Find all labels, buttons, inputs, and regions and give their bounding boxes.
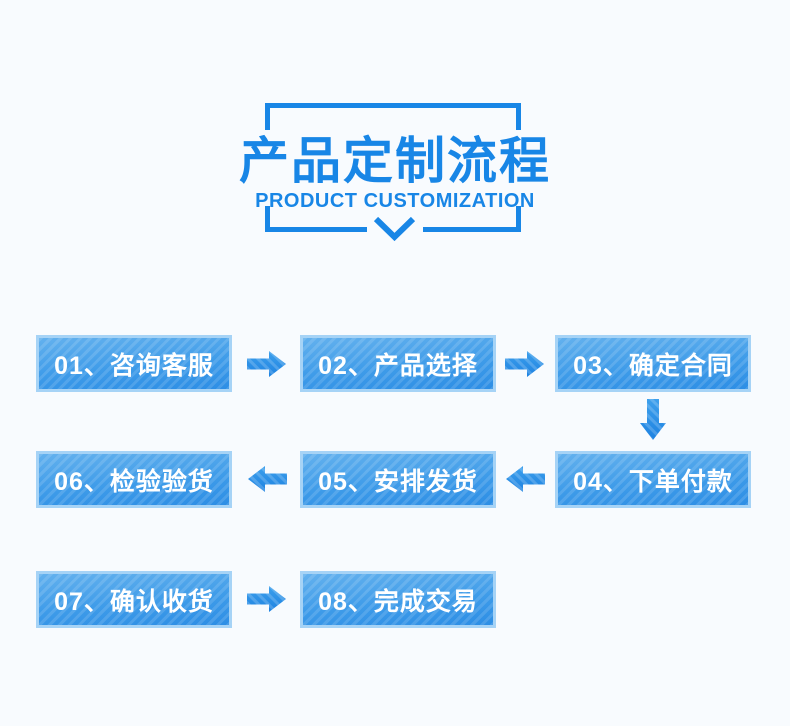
- page-title: 产品定制流程: [239, 133, 551, 189]
- arrow-right-icon: [247, 586, 286, 612]
- step-box-06-inspect: 06、检验验货: [36, 451, 232, 508]
- chevron-down-icon: [373, 216, 416, 242]
- step-box-08-complete: 08、完成交易: [300, 571, 496, 628]
- step-box-07-receive: 07、确认收货: [36, 571, 232, 628]
- title-frame-decoration: [265, 103, 521, 242]
- arrow-left-icon: [506, 466, 545, 492]
- step-box-02-select: 02、产品选择: [300, 335, 496, 392]
- arrow-down-icon: [640, 399, 666, 440]
- step-box-03-contract: 03、确定合同: [555, 335, 751, 392]
- step-box-01-consult: 01、咨询客服: [36, 335, 232, 392]
- page-subtitle: PRODUCT CUSTOMIZATION: [255, 190, 535, 212]
- step-box-04-pay: 04、下单付款: [555, 451, 751, 508]
- arrow-left-icon: [248, 466, 287, 492]
- arrow-right-icon: [247, 351, 286, 377]
- step-box-05-ship: 05、安排发货: [300, 451, 496, 508]
- arrow-right-icon: [505, 351, 544, 377]
